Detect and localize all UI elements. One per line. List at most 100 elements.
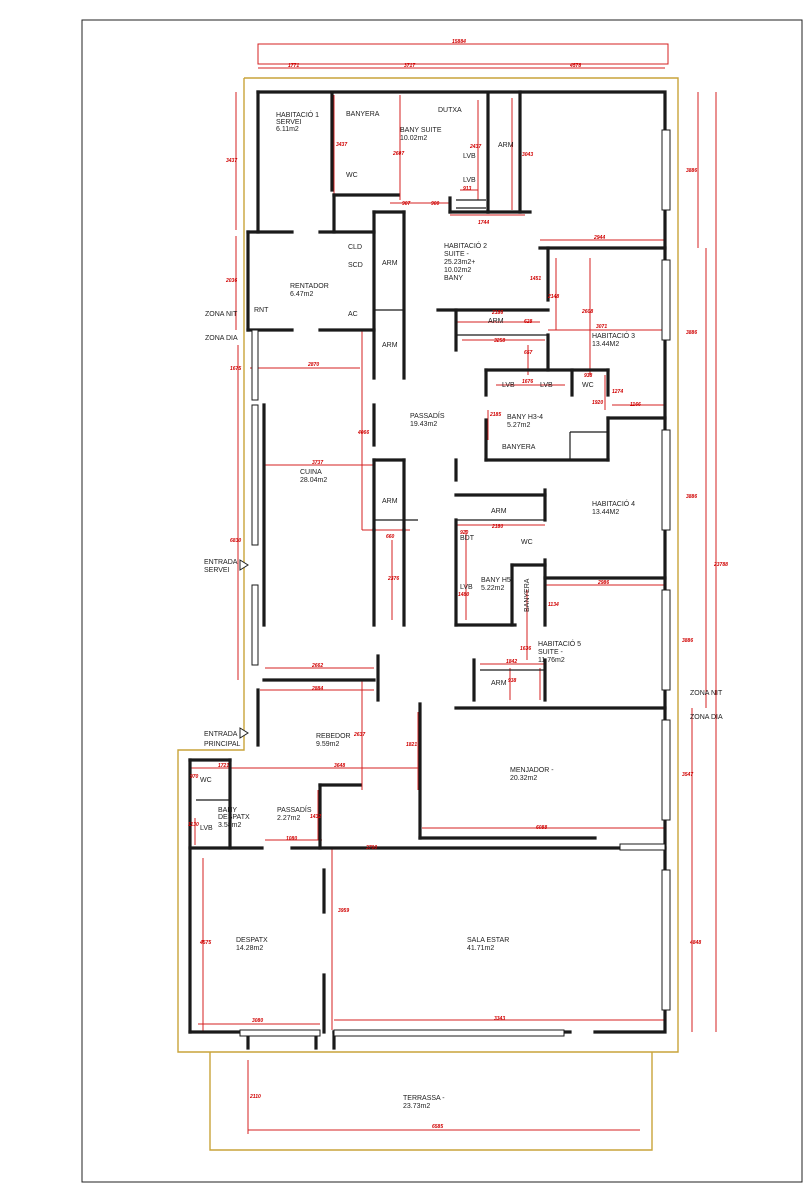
dim-907: 907 [402, 201, 411, 207]
dim-3343: 3343 [494, 1016, 505, 1022]
drawing-frame [81, 19, 803, 1183]
fixture-banyera-3: BANYERA [524, 578, 531, 612]
dim-938b: 938 [508, 678, 517, 684]
dim-970: 970 [190, 774, 199, 780]
room-habitacio-1-name2: SERVEI [276, 119, 302, 126]
room-habitacio-5-area: 11.76m2 [538, 657, 565, 664]
room-habitacio-3-name: HABITACIÓ 3 [592, 331, 635, 340]
dim-913: 913 [463, 186, 472, 192]
dim-left-3: 1675 [230, 366, 241, 372]
fixture-arm-1: ARM [498, 142, 514, 149]
fixture-arm-7: ARM [491, 680, 507, 687]
dim-2110: 2110 [249, 1094, 261, 1100]
entrance-principal-icon [239, 727, 249, 739]
room-despatx-area: 14.28m2 [236, 945, 263, 952]
dim-top-3: 4578 [569, 63, 581, 69]
room-habitacio-1-area: 6.11m2 [276, 126, 299, 133]
dim-3437b: 3437 [336, 142, 347, 148]
fixture-lvb-2: LVB [463, 177, 476, 184]
zone-labels: ZONA NIT ZONA DIA ZONA NIT ZONA DIA ENTR… [204, 311, 723, 748]
dim-right-total: 23788 [713, 562, 728, 568]
room-habitacio-2-name5: BANY [444, 275, 463, 282]
fixture-arm-3: ARM [382, 342, 398, 349]
dim-2180: 2180 [491, 524, 503, 530]
dim-3737: 3737 [312, 460, 323, 466]
room-habitacio-5-name2: SUITE - [538, 649, 564, 656]
fixture-ac: AC [348, 311, 358, 318]
dim-4066: 4066 [357, 430, 369, 436]
dim-1166: 1166 [630, 402, 641, 408]
room-habitacio-4-name: HABITACIÓ 4 [592, 499, 635, 508]
dim-right-3: 3886 [686, 494, 697, 500]
room-sala-estar-area: 41.71m2 [467, 945, 494, 952]
dim-1130: 1130 [188, 822, 199, 828]
fixture-lvb-3: LVB [502, 382, 515, 389]
dim-left-5: 4575 [199, 940, 211, 946]
dim-1480: 1480 [458, 592, 469, 598]
dim-1676: 1676 [522, 379, 533, 385]
dim-left-2: 2036 [225, 278, 237, 284]
dim-right-4: 3886 [682, 638, 693, 644]
dim-1274: 1274 [612, 389, 623, 395]
dim-2376: 2376 [387, 576, 399, 582]
fixture-wc-4: WC [200, 777, 212, 784]
room-bany-despatx-name: BANY [218, 807, 237, 814]
dim-3700: 3700 [366, 845, 377, 851]
zona-dia-left: ZONA DIA [205, 335, 238, 342]
dim-top-total: 15884 [452, 39, 466, 45]
dimension-lines [189, 43, 717, 1134]
zone-outlines [177, 77, 679, 1151]
dim-1842: 1842 [506, 659, 517, 665]
dim-1080: 1080 [286, 836, 297, 842]
fixture-banyera-1: BANYERA [346, 111, 380, 118]
dim-1432: 1432 [310, 814, 321, 820]
dim-3648: 3648 [334, 763, 345, 769]
fixture-cld: CLD [348, 244, 362, 251]
dim-920: 920 [460, 530, 469, 536]
dim-right-6: 4848 [689, 940, 701, 946]
room-bany-despatx-name2: DESPATX [218, 814, 250, 821]
dim-6585: 6585 [432, 1124, 443, 1130]
dim-1821: 1821 [406, 742, 417, 748]
room-bany-h5-name: BANY H5 [481, 577, 511, 584]
dim-2437: 2437 [469, 144, 481, 150]
dim-right-5: 3547 [682, 772, 693, 778]
room-habitacio-2-name3: 25.23m2+ [444, 259, 475, 266]
room-habitacio-5-name: HABITACIÓ 5 [538, 639, 581, 648]
zona-nit-right: ZONA NIT [690, 690, 723, 697]
dim-top-1: 1771 [288, 63, 299, 69]
room-sala-estar-name: SALA ESTAR [467, 937, 509, 944]
dim-6088: 6088 [536, 825, 547, 831]
entrada-servei-line2: SERVEI [204, 567, 230, 574]
dim-938: 938 [584, 373, 593, 379]
fixture-lvb-1: LVB [463, 153, 476, 160]
dim-2884: 2884 [311, 686, 323, 692]
dim-1744: 1744 [478, 220, 489, 226]
room-bany-despatx-area: 3.58m2 [218, 822, 241, 829]
dim-3080: 3080 [252, 1018, 263, 1024]
dim-2607: 2607 [392, 151, 404, 157]
dim-2608: 2608 [581, 309, 593, 315]
room-habitacio-1-name: HABITACIÓ 1 [276, 110, 319, 119]
dim-left-4: 6830 [230, 538, 241, 544]
room-bany-h3-4-area: 5.27m2 [507, 422, 530, 429]
fixture-lvb-5: LVB [460, 584, 473, 591]
entrada-servei-line1: ENTRADA [204, 559, 238, 566]
room-bany-h5-area: 5.22m2 [481, 585, 504, 592]
room-rentador-area: 6.47m2 [290, 291, 313, 298]
dim-top-2: 3717 [404, 63, 415, 69]
dim-3071: 3071 [596, 324, 607, 330]
dim-1636: 1636 [520, 646, 531, 652]
room-terrassa-area: 23.73m2 [403, 1103, 430, 1110]
entrada-principal-line2: PRINCIPAL [204, 741, 241, 748]
fixture-banyera-2: BANYERA [502, 444, 536, 451]
room-habitacio-4-area: 13.44M2 [592, 509, 619, 516]
fixture-wc-2: WC [582, 382, 594, 389]
room-habitacio-2-name: HABITACIÓ 2 [444, 241, 487, 250]
fixture-dutxa: DUTXA [438, 107, 462, 114]
fixture-arm-6: ARM [491, 508, 507, 515]
dim-right-1: 3886 [686, 168, 697, 174]
dim-2148: 2148 [547, 294, 559, 300]
entrada-principal-line1: ENTRADA [204, 731, 238, 738]
room-passadis-2-name: PASSADÍS [277, 805, 312, 814]
